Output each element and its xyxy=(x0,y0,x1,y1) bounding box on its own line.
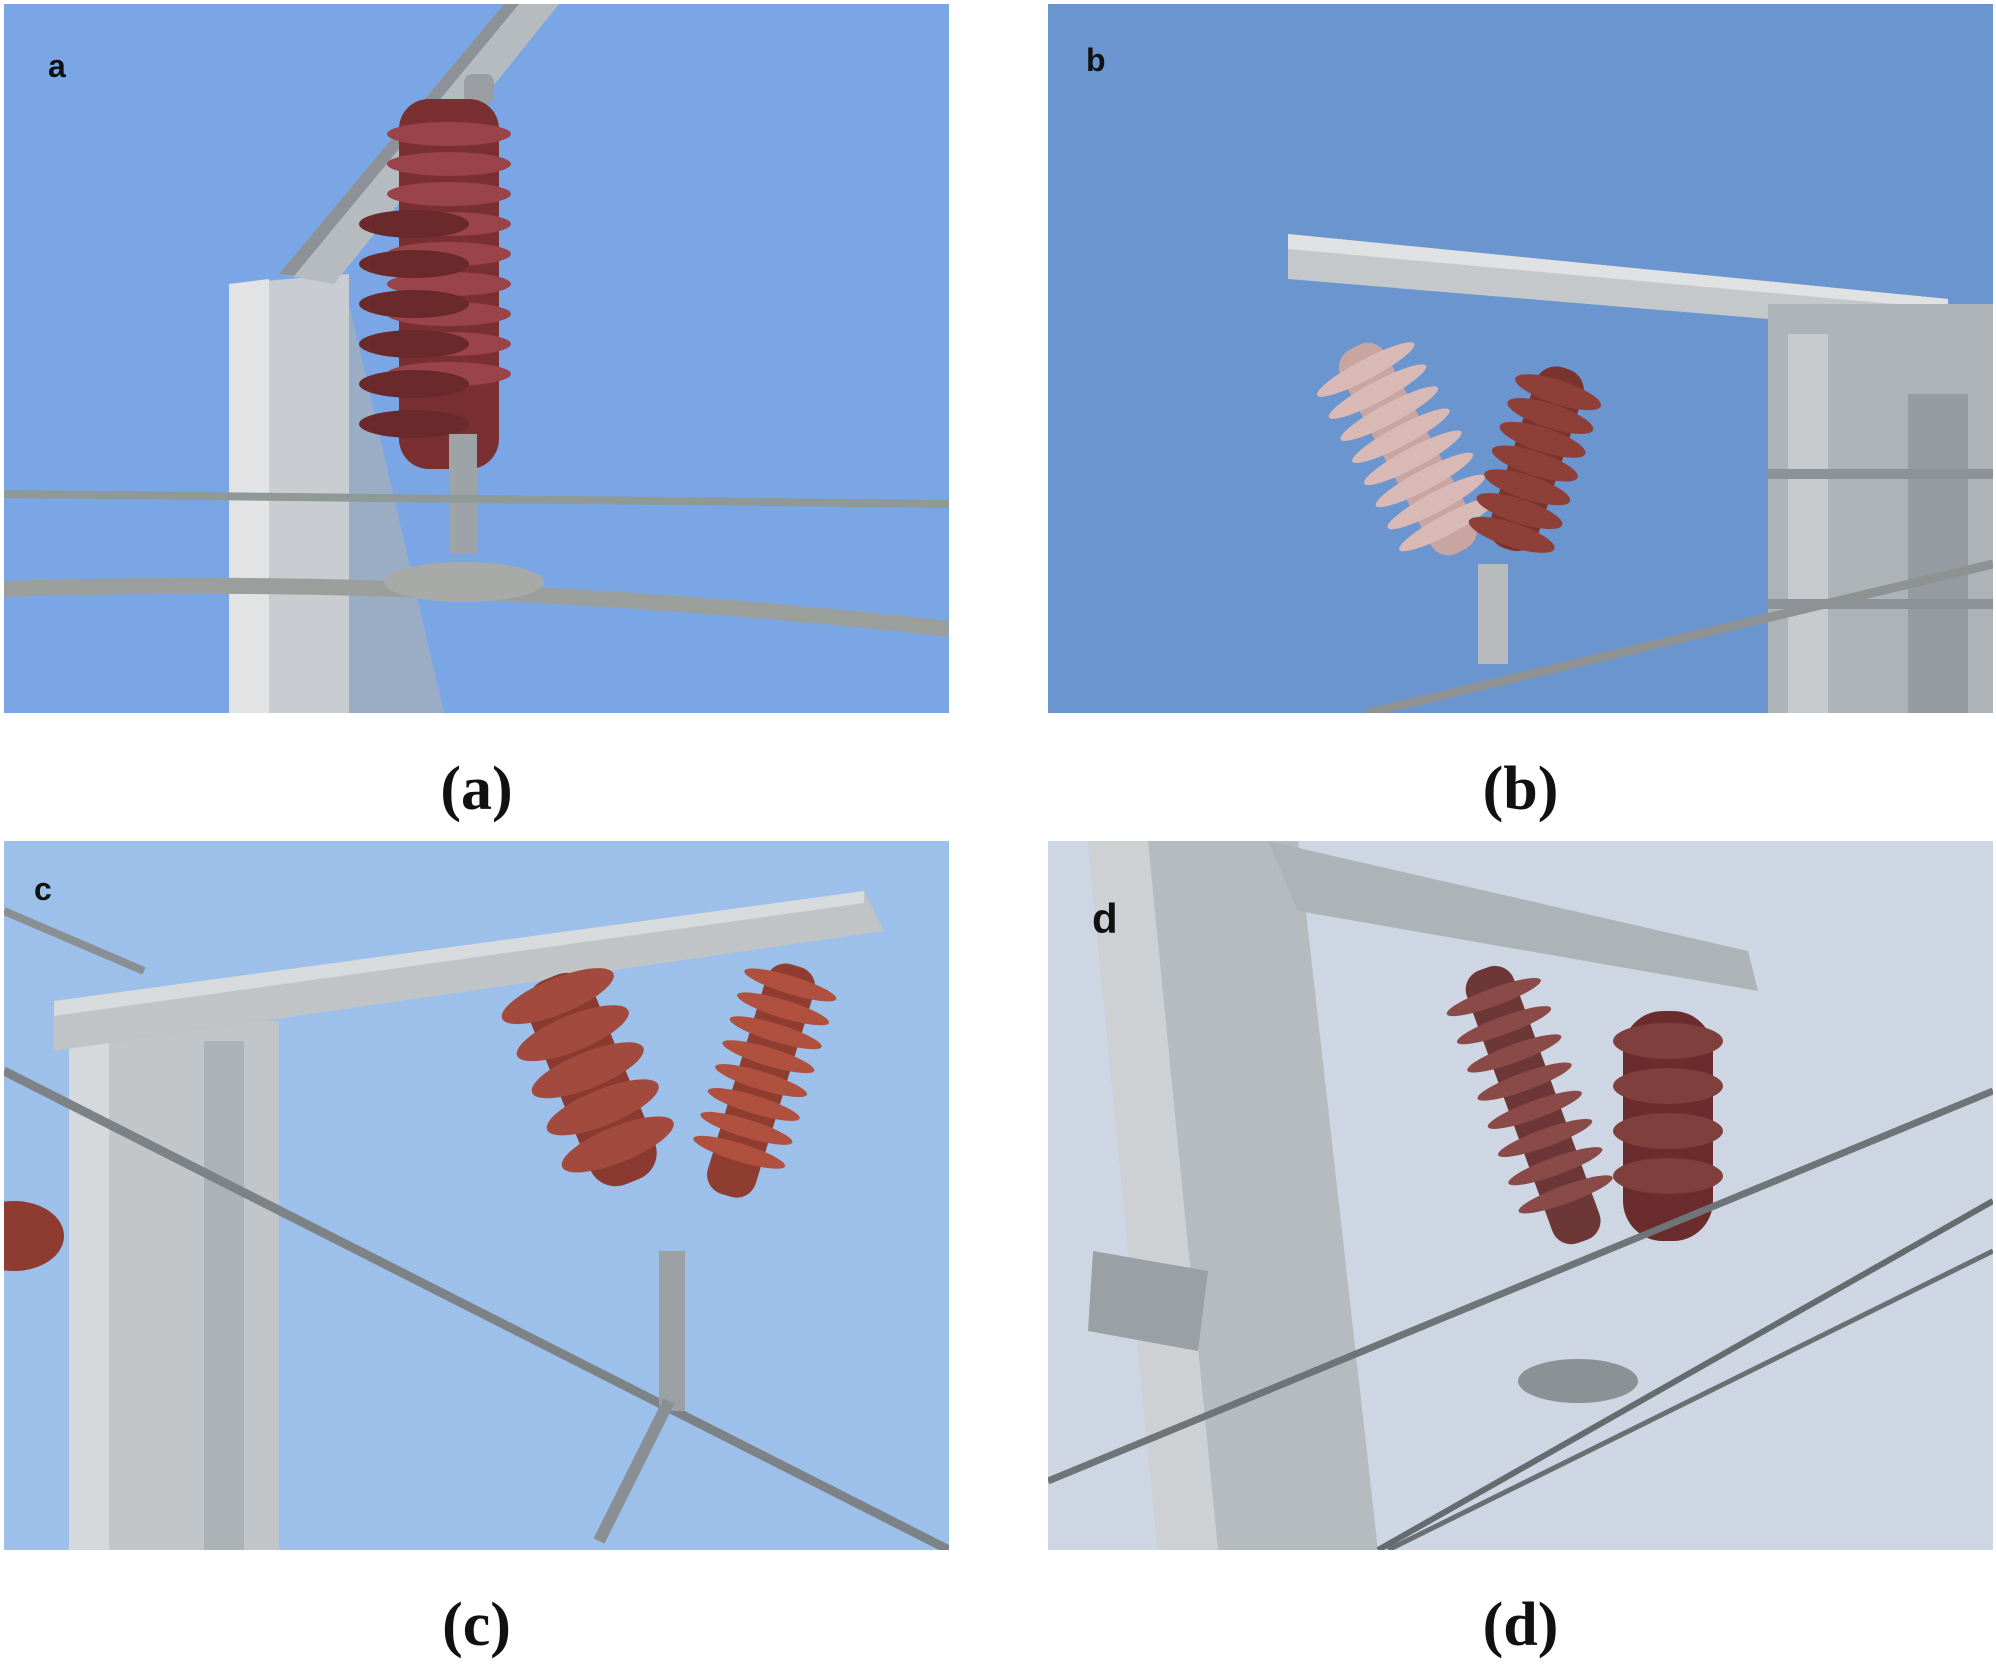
clamp-hardware xyxy=(1478,564,1508,664)
photo-panel-c: c xyxy=(4,841,949,1550)
dropper xyxy=(593,1398,675,1544)
bracket xyxy=(1088,1251,1208,1351)
panel-letter-c: c xyxy=(34,871,52,907)
conductor-1 xyxy=(1048,1087,1993,1485)
wire-clamp xyxy=(1518,1359,1638,1403)
insulator-c-right xyxy=(693,963,837,1198)
partial-insulator xyxy=(4,1201,64,1271)
caption-d: (d) xyxy=(1482,1591,1559,1659)
insulator-d-right xyxy=(1613,1011,1723,1241)
photo-panel-d: d xyxy=(1048,841,1993,1550)
wire-clamp xyxy=(384,562,544,602)
panel-letter-a: a xyxy=(48,48,66,84)
photo-panel-b: b xyxy=(1048,4,1993,713)
insulator-photo-a xyxy=(4,4,949,713)
insulator-photo-d xyxy=(1048,841,1993,1550)
clamp-hardware xyxy=(449,434,477,554)
insulator-b-right xyxy=(1468,366,1602,553)
insulator-c-left xyxy=(501,968,674,1187)
caption-c: (c) xyxy=(442,1591,511,1659)
insulator-photo-c xyxy=(4,841,949,1550)
photo-panel-a: a xyxy=(4,4,949,713)
conductor-2 xyxy=(4,907,146,975)
clamp-hardware xyxy=(659,1251,685,1411)
end-fitting xyxy=(464,74,494,104)
caption-b: (b) xyxy=(1482,755,1559,823)
upper-wire xyxy=(4,490,949,508)
insulator-photo-b xyxy=(1048,4,1993,713)
conductor xyxy=(1366,559,1993,713)
conductor-2 xyxy=(1376,1198,1993,1550)
conductor-1 xyxy=(4,1066,949,1550)
caption-a: (a) xyxy=(440,755,513,823)
panel-letter-d: d xyxy=(1092,895,1118,942)
insulator-a xyxy=(359,99,511,469)
cross-arm xyxy=(1268,841,1758,991)
cross-arm xyxy=(54,891,884,1051)
insulator-b-left xyxy=(1316,342,1497,556)
panel-letter-b: b xyxy=(1086,42,1106,78)
insulator-d-left xyxy=(1446,965,1613,1245)
conductor-3 xyxy=(1386,1248,1993,1550)
